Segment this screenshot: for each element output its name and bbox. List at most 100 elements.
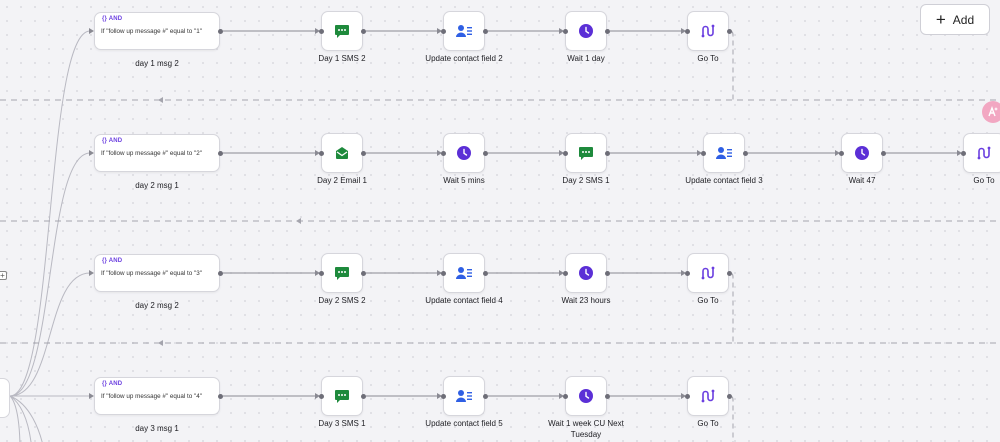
and-tag: {} AND xyxy=(102,16,123,22)
output-handle[interactable] xyxy=(482,270,488,276)
input-handle[interactable] xyxy=(700,150,706,156)
arrowhead xyxy=(315,28,320,34)
condition-node[interactable]: {} AND If "follow up message #" equal to … xyxy=(94,12,220,50)
input-handle[interactable] xyxy=(684,270,690,276)
goto-action-node[interactable] xyxy=(963,133,1000,173)
clock-action-node[interactable] xyxy=(565,11,607,51)
input-handle[interactable] xyxy=(318,393,324,399)
clock-action-node[interactable] xyxy=(443,133,485,173)
output-handle[interactable] xyxy=(217,150,223,156)
output-handle[interactable] xyxy=(880,150,886,156)
output-handle[interactable] xyxy=(217,270,223,276)
output-handle[interactable] xyxy=(742,150,748,156)
goto-icon xyxy=(699,22,717,40)
arrowhead xyxy=(437,150,442,156)
arrowhead xyxy=(697,150,702,156)
action-label: Update contact field 5 xyxy=(425,419,503,428)
clock-action-node[interactable] xyxy=(565,253,607,293)
output-handle[interactable] xyxy=(360,393,366,399)
loop-edge xyxy=(714,30,734,100)
clock-icon xyxy=(577,264,595,282)
input-handle[interactable] xyxy=(318,150,324,156)
arrowhead xyxy=(559,393,564,399)
goto-icon xyxy=(699,264,717,282)
goto-action-node[interactable] xyxy=(687,11,729,51)
loop-arrowhead xyxy=(296,218,301,224)
input-handle[interactable] xyxy=(838,150,844,156)
contact-icon xyxy=(455,264,473,282)
sms-action-node[interactable] xyxy=(565,133,607,173)
action-label: Wait 1 day xyxy=(567,54,605,63)
input-handle[interactable] xyxy=(562,150,568,156)
output-handle[interactable] xyxy=(217,393,223,399)
output-handle[interactable] xyxy=(604,150,610,156)
output-handle[interactable] xyxy=(360,270,366,276)
and-tag: {} AND xyxy=(102,258,123,264)
arrowhead xyxy=(681,28,686,34)
output-handle[interactable] xyxy=(604,393,610,399)
loop-edge xyxy=(714,272,734,343)
action-label: Go To xyxy=(973,176,995,185)
sms-action-node[interactable] xyxy=(321,11,363,51)
loop-edge xyxy=(714,395,734,442)
arrowhead xyxy=(957,150,962,156)
contact-action-node[interactable] xyxy=(443,11,485,51)
input-handle[interactable] xyxy=(318,270,324,276)
action-label: Day 2 SMS 1 xyxy=(562,176,610,185)
input-handle[interactable] xyxy=(684,28,690,34)
clock-action-node[interactable] xyxy=(841,133,883,173)
clock-action-node[interactable] xyxy=(565,376,607,416)
branch-edge xyxy=(9,395,21,442)
input-handle[interactable] xyxy=(684,393,690,399)
email-action-node[interactable] xyxy=(321,133,363,173)
input-handle[interactable] xyxy=(440,28,446,34)
action-label: Update contact field 3 xyxy=(685,176,763,185)
sms-action-node[interactable] xyxy=(321,376,363,416)
branch-edge xyxy=(9,30,91,397)
output-handle[interactable] xyxy=(360,28,366,34)
condition-text: If "follow up message #" equal to "3" xyxy=(101,270,203,277)
trigger-node[interactable] xyxy=(0,378,10,418)
input-handle[interactable] xyxy=(440,270,446,276)
input-handle[interactable] xyxy=(562,393,568,399)
output-handle[interactable] xyxy=(360,150,366,156)
output-handle[interactable] xyxy=(482,393,488,399)
output-handle[interactable] xyxy=(482,28,488,34)
condition-label: day 2 msg 2 xyxy=(135,301,179,310)
condition-text: If "follow up message #" equal to "1" xyxy=(101,28,203,35)
contact-action-node[interactable] xyxy=(443,253,485,293)
contact-action-node[interactable] xyxy=(443,376,485,416)
contact-icon xyxy=(455,22,473,40)
input-handle[interactable] xyxy=(960,150,966,156)
arrowhead xyxy=(315,270,320,276)
input-handle[interactable] xyxy=(562,28,568,34)
output-handle[interactable] xyxy=(604,270,610,276)
input-handle[interactable] xyxy=(440,150,446,156)
output-handle[interactable] xyxy=(726,270,732,276)
output-handle[interactable] xyxy=(726,28,732,34)
arrowhead xyxy=(681,393,686,399)
input-handle[interactable] xyxy=(318,28,324,34)
contact-icon xyxy=(715,144,733,162)
input-handle[interactable] xyxy=(440,393,446,399)
output-handle[interactable] xyxy=(604,28,610,34)
goto-action-node[interactable] xyxy=(687,253,729,293)
sms-action-node[interactable] xyxy=(321,253,363,293)
add-button[interactable]: + Add xyxy=(920,4,990,35)
collapse-toggle[interactable]: + xyxy=(0,271,7,280)
ai-assistant-icon[interactable] xyxy=(982,101,1000,123)
output-handle[interactable] xyxy=(217,28,223,34)
sms-icon xyxy=(333,22,351,40)
condition-node[interactable]: {} AND If "follow up message #" equal to … xyxy=(94,254,220,292)
contact-action-node[interactable] xyxy=(703,133,745,173)
output-handle[interactable] xyxy=(482,150,488,156)
arrowhead xyxy=(437,393,442,399)
goto-action-node[interactable] xyxy=(687,376,729,416)
output-handle[interactable] xyxy=(726,393,732,399)
condition-label: day 3 msg 1 xyxy=(135,424,179,433)
plus-icon: + xyxy=(935,9,946,29)
input-handle[interactable] xyxy=(562,270,568,276)
